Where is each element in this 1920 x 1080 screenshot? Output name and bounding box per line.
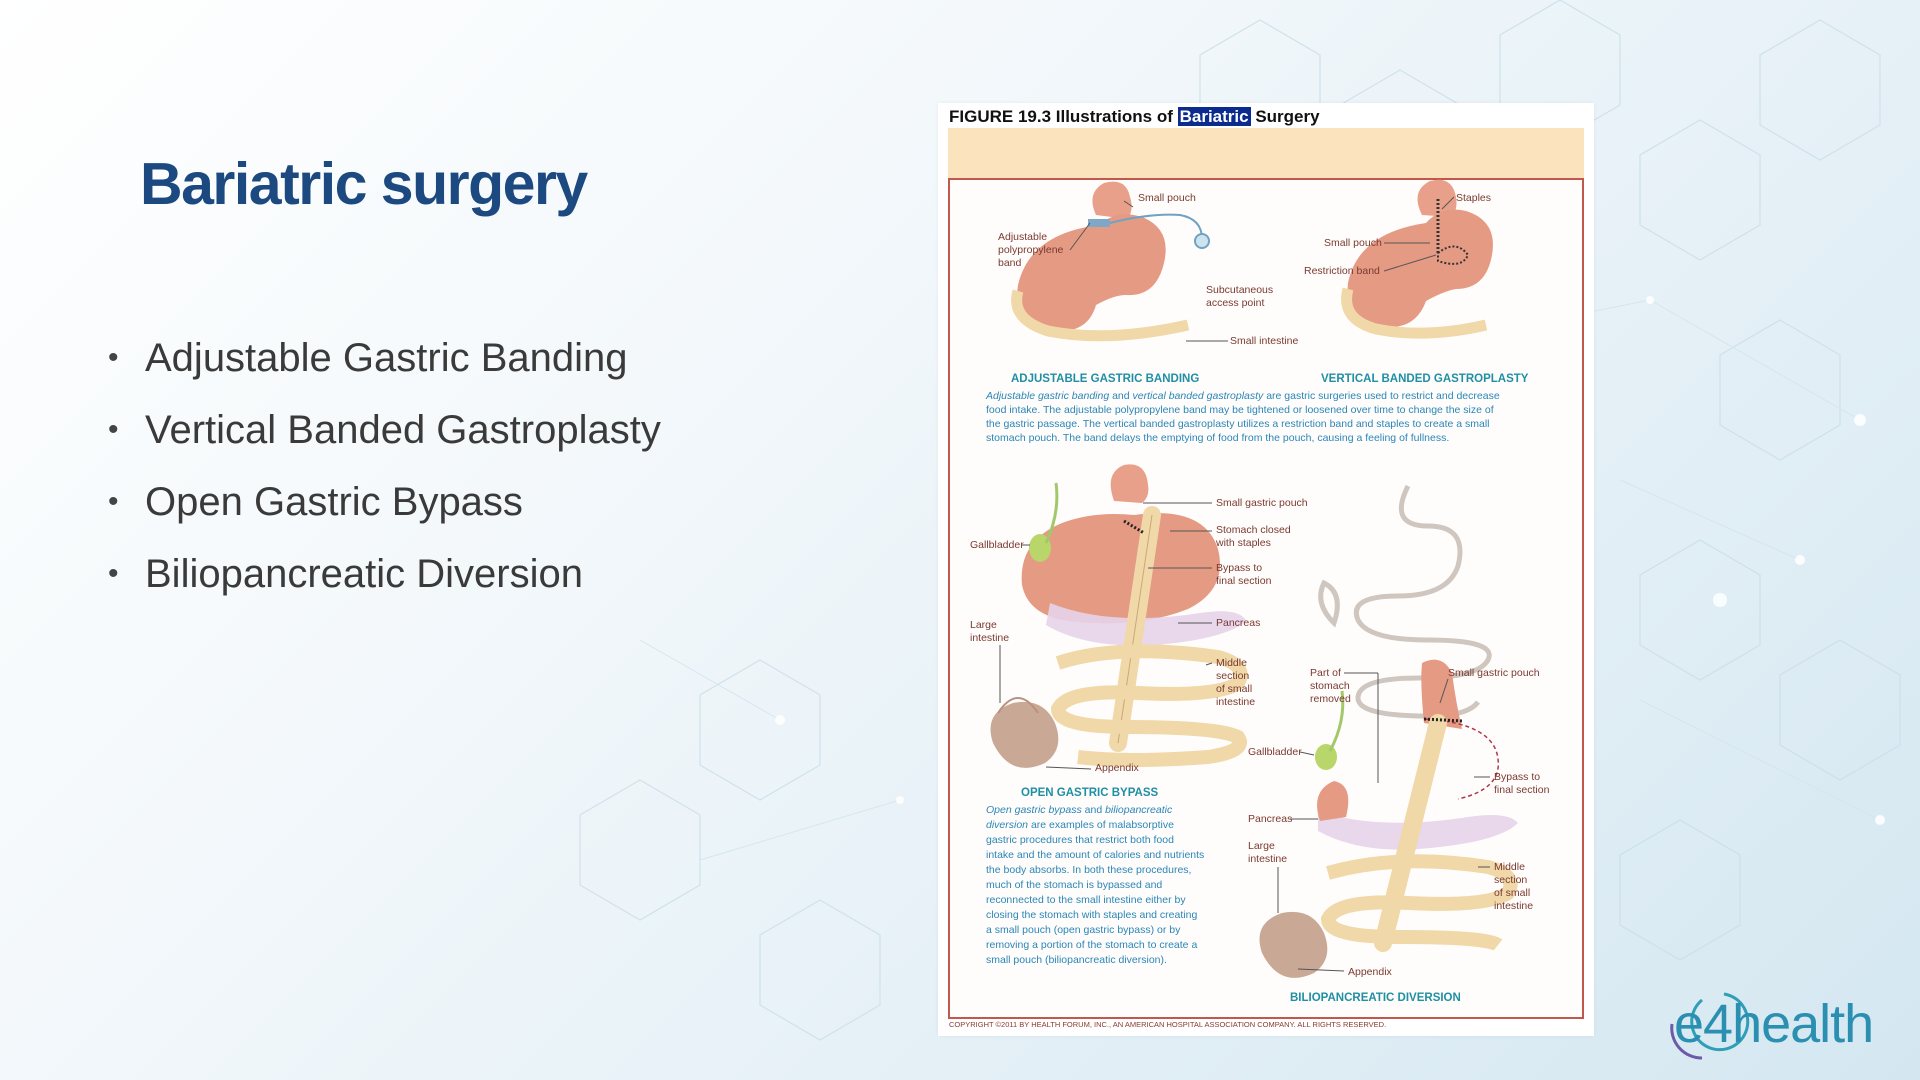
caption-bottom-line11: small pouch (biliopancreatic diversion). <box>986 954 1167 966</box>
label-bypass-middle-4: intestine <box>1216 696 1255 708</box>
surgery-figure: FIGURE 19.3 Illustrations of Bariatric S… <box>938 103 1594 1036</box>
label-bypass-appendix: Appendix <box>1095 762 1140 774</box>
label-bpd-large-1: Large <box>1248 840 1275 852</box>
label-restriction-band: Restriction band <box>1304 265 1380 277</box>
caption-bottom-line10: removing a portion of the stomach to cre… <box>986 939 1197 951</box>
section-title-banding: ADJUSTABLE GASTRIC BANDING <box>1011 373 1199 385</box>
label-bpd-gallbladder: Gallbladder <box>1248 746 1302 758</box>
label-band-1: Adjustable <box>998 231 1047 243</box>
label-bpd-small-gastric-pouch: Small gastric pouch <box>1448 667 1540 679</box>
label-small-pouch: Small pouch <box>1138 192 1196 204</box>
logo-text: e4health <box>1674 994 1873 1054</box>
bullet-item: Adjustable Gastric Banding <box>108 330 661 402</box>
banding-illustration <box>1017 182 1209 336</box>
label-band-3: band <box>998 257 1022 269</box>
caption-top-line4: stomach pouch. The band delays the empty… <box>986 432 1449 444</box>
caption-bottom-line6: much of the stomach is bypassed and <box>986 879 1162 891</box>
label-bypass-large-1: Large <box>970 619 997 631</box>
bullet-list: Adjustable Gastric Banding Vertical Band… <box>108 330 661 618</box>
label-bpd-bypass-2: final section <box>1494 784 1550 796</box>
caption-bottom-line1: Open gastric bypass and biliopancreatic <box>986 804 1173 816</box>
label-bypass-middle-1: Middle <box>1216 657 1247 669</box>
caption-top-line2: food intake. The adjustable polypropylen… <box>986 404 1494 416</box>
label-bpd-bypass-1: Bypass to <box>1494 771 1540 783</box>
label-bypass-1: Bypass to <box>1216 562 1262 574</box>
caption-bottom-line3: gastric procedures that restrict both fo… <box>986 834 1174 846</box>
label-bypass-small-gastric-pouch: Small gastric pouch <box>1216 497 1308 509</box>
label-access-2: access point <box>1206 297 1264 309</box>
caption-top-line3: the gastric passage. The vertical banded… <box>986 418 1490 430</box>
label-bypass-gallbladder: Gallbladder <box>970 539 1024 551</box>
section-title-bpd: BILIOPANCREATIC DIVERSION <box>1290 992 1461 1004</box>
label-bypass-large-2: intestine <box>970 632 1009 644</box>
bullet-item: Open Gastric Bypass <box>108 474 661 546</box>
label-bpd-middle-1: Middle <box>1494 861 1525 873</box>
caption-bottom-line7: reconnected to the small intestine eithe… <box>986 894 1186 906</box>
label-staples: Staples <box>1456 192 1491 204</box>
label-bypass-2: final section <box>1216 575 1272 587</box>
label-access-1: Subcutaneous <box>1206 284 1273 296</box>
label-part-2: stomach <box>1310 680 1350 692</box>
slide-title: Bariatric surgery <box>140 150 587 218</box>
label-part-3: removed <box>1310 693 1351 705</box>
bullet-item: Vertical Banded Gastroplasty <box>108 402 661 474</box>
figure-copyright: COPYRIGHT ©2011 BY HEALTH FORUM, INC., A… <box>949 1020 1386 1029</box>
section-title-bypass: OPEN GASTRIC BYPASS <box>1021 787 1158 799</box>
label-vbg-small-pouch: Small pouch <box>1324 237 1382 249</box>
caption-bottom-line5: the body absorbs. In both these procedur… <box>986 864 1191 876</box>
label-bpd-large-2: intestine <box>1248 853 1287 865</box>
label-small-intestine: Small intestine <box>1230 335 1298 347</box>
label-band-2: polypropylene <box>998 244 1064 256</box>
section-title-vbg: VERTICAL BANDED GASTROPLASTY <box>1321 373 1529 385</box>
label-bpd-pancreas: Pancreas <box>1248 813 1292 825</box>
label-bypass-pancreas: Pancreas <box>1216 617 1260 629</box>
caption-bottom-line8: closing the stomach with staples and cre… <box>986 909 1197 921</box>
label-bypass-middle-2: section <box>1216 670 1249 682</box>
label-bpd-appendix: Appendix <box>1348 966 1393 978</box>
bullet-item: Biliopancreatic Diversion <box>108 546 661 618</box>
label-bpd-middle-3: of small <box>1494 887 1530 899</box>
e4health-logo: e4health <box>1664 978 1899 1068</box>
caption-bottom-line9: a small pouch (open gastric bypass) or b… <box>986 924 1181 936</box>
label-closed-1: Stomach closed <box>1216 524 1291 536</box>
label-closed-2: with staples <box>1215 537 1271 549</box>
caption-top-line1: Adjustable gastric banding and vertical … <box>985 390 1500 402</box>
label-bpd-middle-2: section <box>1494 874 1527 886</box>
label-part-1: Part of <box>1310 667 1341 679</box>
bypass-illustration <box>991 464 1247 767</box>
illustration-canvas: Small pouch Adjustable polypropylene ban… <box>938 103 1594 1036</box>
caption-bottom-line2: diversion are examples of malabsorptive <box>986 819 1174 831</box>
caption-bottom-line4: intake and the amount of calories and nu… <box>986 849 1204 861</box>
label-bypass-middle-3: of small <box>1216 683 1252 695</box>
label-bpd-middle-4: intestine <box>1494 900 1533 912</box>
